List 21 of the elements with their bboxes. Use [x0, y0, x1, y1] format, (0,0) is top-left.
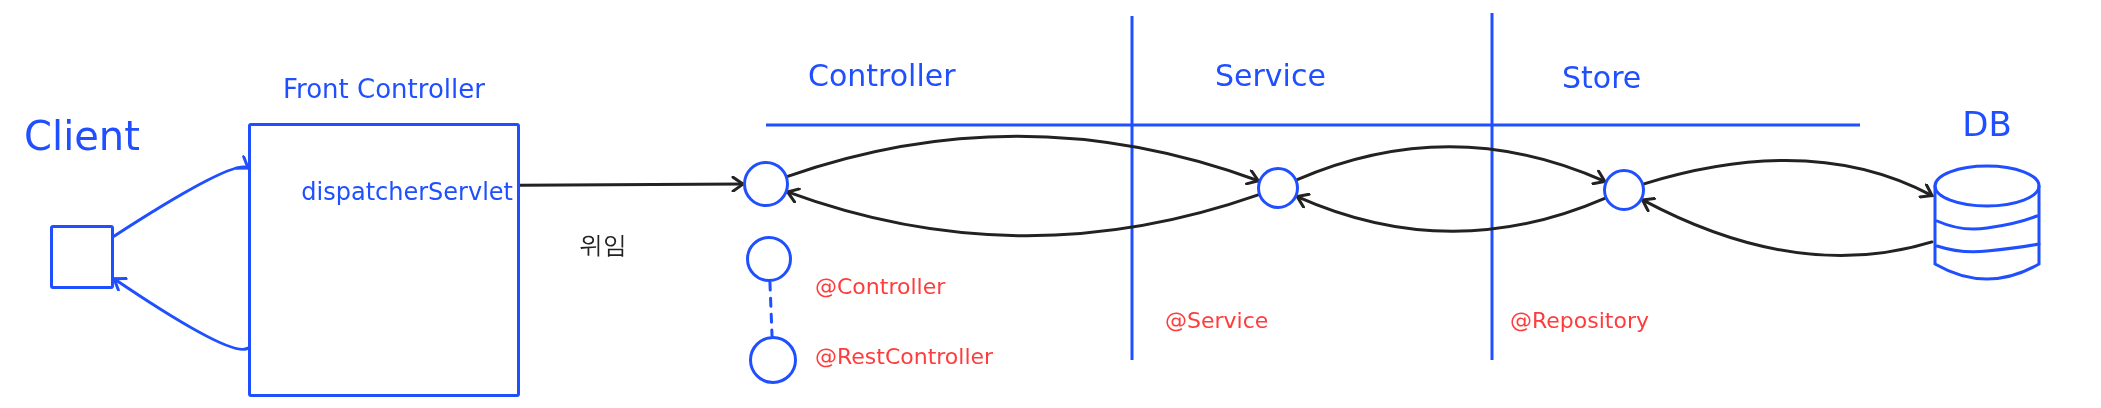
arrow — [786, 134, 1260, 186]
connector-line — [768, 280, 774, 338]
node-heading: Front Controller — [282, 74, 486, 106]
arrow — [112, 156, 250, 238]
arrow — [1642, 159, 1934, 199]
column-heading: Store — [1562, 60, 1642, 96]
annotation-label: @Repository — [1510, 308, 1649, 335]
column-heading: Service — [1215, 58, 1326, 94]
arrow — [1295, 192, 1607, 233]
column-heading: Controller — [808, 58, 956, 94]
arrow — [112, 276, 250, 351]
arrow — [518, 175, 745, 193]
node-text: dispatcherServlet — [300, 178, 514, 206]
annotation-label: @Service — [1165, 308, 1269, 335]
node-heading: DB — [1961, 104, 2013, 145]
arrow — [1641, 196, 1934, 258]
arrow — [1295, 145, 1607, 186]
arrow — [786, 187, 1260, 238]
node-heading: Client — [23, 112, 141, 160]
annotation-label: @RestController — [815, 344, 994, 371]
annotation-label: @Controller — [815, 274, 946, 301]
